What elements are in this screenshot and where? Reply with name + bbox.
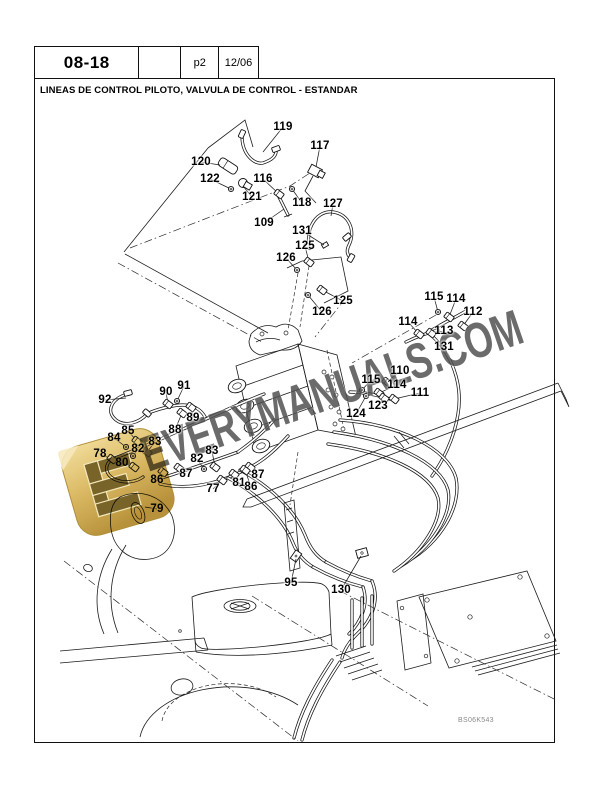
header-cell-doc-number: 08-18	[34, 46, 140, 79]
section-title: LINEAS DE CONTROL PILOTO, VALVULA DE CON…	[40, 85, 358, 96]
revision-date: 12/06	[224, 56, 253, 69]
doc-number: 08-18	[63, 52, 110, 72]
page-number: p2	[193, 56, 206, 69]
drawing-code: BS06K543	[458, 717, 494, 724]
section-title-bar: LINEAS DE CONTROL PILOTO, VALVULA DE CON…	[34, 77, 555, 104]
header-cell-blank	[138, 46, 182, 79]
header-cell-page: p2	[180, 46, 220, 79]
header-cell-date: 12/06	[218, 46, 259, 79]
figure-frame	[34, 103, 555, 743]
